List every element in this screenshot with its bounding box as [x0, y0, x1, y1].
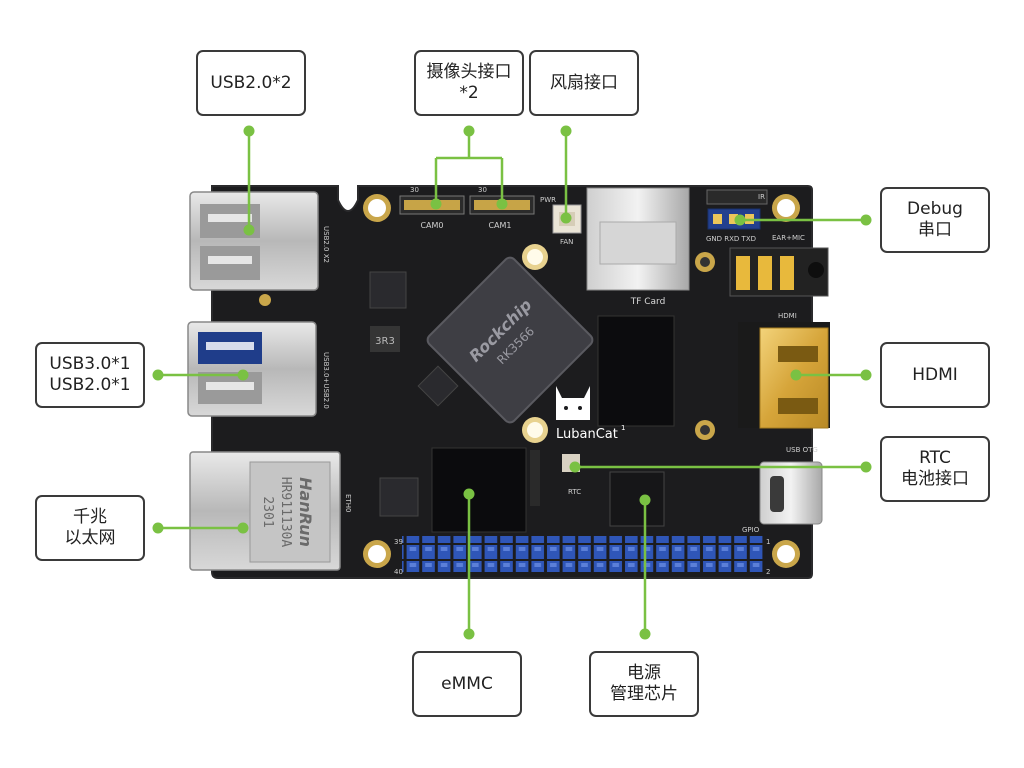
brand-text: LubanCat	[556, 427, 618, 442]
callout-power: 电源 管理芯片	[589, 651, 699, 717]
callout-usb3: USB3.0*1 USB2.0*1	[35, 342, 145, 408]
usb3-usb2-silk: USB3.0+USB2.0	[322, 352, 330, 409]
callout-debug: Debug 串口	[880, 187, 990, 253]
callout-emmc-text: eMMC	[441, 673, 493, 694]
inductor-marking: 3R3	[375, 336, 395, 347]
cam-30b-silk: 30	[478, 186, 487, 194]
callout-fan: 风扇接口	[529, 50, 639, 116]
cam-30a-silk: 30	[410, 186, 419, 194]
callout-fan-text: 风扇接口	[550, 72, 618, 93]
emmc-chip	[431, 447, 527, 533]
pin-39-silk: 39	[394, 538, 403, 546]
usb2-port	[189, 191, 319, 306]
ethernet-brand-text: HanRun	[296, 477, 315, 547]
ear-mic-silk: EAR+MIC	[772, 234, 805, 242]
pin-1-silk: 1	[766, 538, 770, 546]
callout-ethernet: 千兆 以太网	[35, 495, 145, 561]
usb3-port	[187, 321, 317, 417]
lubancat-logo: LubanCat 1	[556, 386, 625, 442]
mounting-holes	[363, 194, 800, 568]
cam1-silk: CAM1	[488, 221, 511, 230]
pmic-chip	[609, 471, 665, 527]
gpio-silk: GPIO	[742, 526, 760, 534]
callout-usb2: USB2.0*2	[196, 50, 306, 116]
gpio-header: GPIO 39 40 1 2	[394, 526, 770, 576]
audio-jack: EAR+MIC	[729, 234, 829, 297]
hdmi-silk: HDMI	[778, 312, 797, 320]
usb-otg-silk: USB OTG	[786, 446, 818, 454]
cam0-silk: CAM0	[420, 221, 443, 230]
fan-silk: FAN	[560, 238, 573, 246]
pwr-silk: PWR	[540, 196, 556, 204]
misc-components: 3R3	[369, 271, 580, 517]
callout-camera: 摄像头接口 *2	[414, 50, 524, 116]
callout-usb3-text: USB3.0*1 USB2.0*1	[49, 354, 131, 395]
callout-rtc: RTC 电池接口	[880, 436, 990, 502]
callout-emmc: eMMC	[412, 651, 522, 717]
callout-camera-text: 摄像头接口 *2	[426, 62, 512, 103]
callout-ethernet-text: 千兆 以太网	[64, 507, 116, 548]
callout-hdmi: HDMI	[880, 342, 990, 408]
callout-rtc-text: RTC 电池接口	[901, 448, 969, 489]
pin-40-silk: 40	[394, 568, 403, 576]
brand-sup: 1	[621, 424, 625, 432]
leader-lines	[158, 131, 866, 634]
debug-pins-silk: GND RXD TXD	[706, 235, 756, 243]
leader-dots	[152, 125, 872, 640]
tf-card-slot: TF Card	[586, 187, 690, 307]
ethernet-part-text: HR911130A	[278, 477, 293, 548]
usb-otg-port: USB OTG	[759, 446, 823, 525]
callout-hdmi-text: HDMI	[912, 364, 958, 385]
soc-chip: Rockchip RK3566	[426, 256, 594, 424]
callout-usb2-text: USB2.0*2	[210, 72, 292, 93]
ddr-chip	[597, 315, 675, 427]
hdmi-connector: HDMI	[738, 312, 830, 429]
leader-camera	[434, 131, 504, 204]
callout-debug-text: Debug 串口	[907, 199, 963, 240]
tf-card-silk: TF Card	[630, 297, 666, 307]
ethernet-jack: HanRun HR911130A 2301	[189, 451, 341, 571]
eth-silk: ETH0	[344, 494, 352, 512]
callout-power-text: 电源 管理芯片	[610, 663, 678, 704]
ir-silk: IR	[758, 193, 765, 201]
ethernet-date-text: 2301	[260, 496, 275, 527]
pin-2-silk: 2	[766, 568, 770, 576]
rtc-silk: RTC	[568, 488, 581, 496]
usb2-x2-silk: USB2.0 X2	[322, 226, 330, 263]
